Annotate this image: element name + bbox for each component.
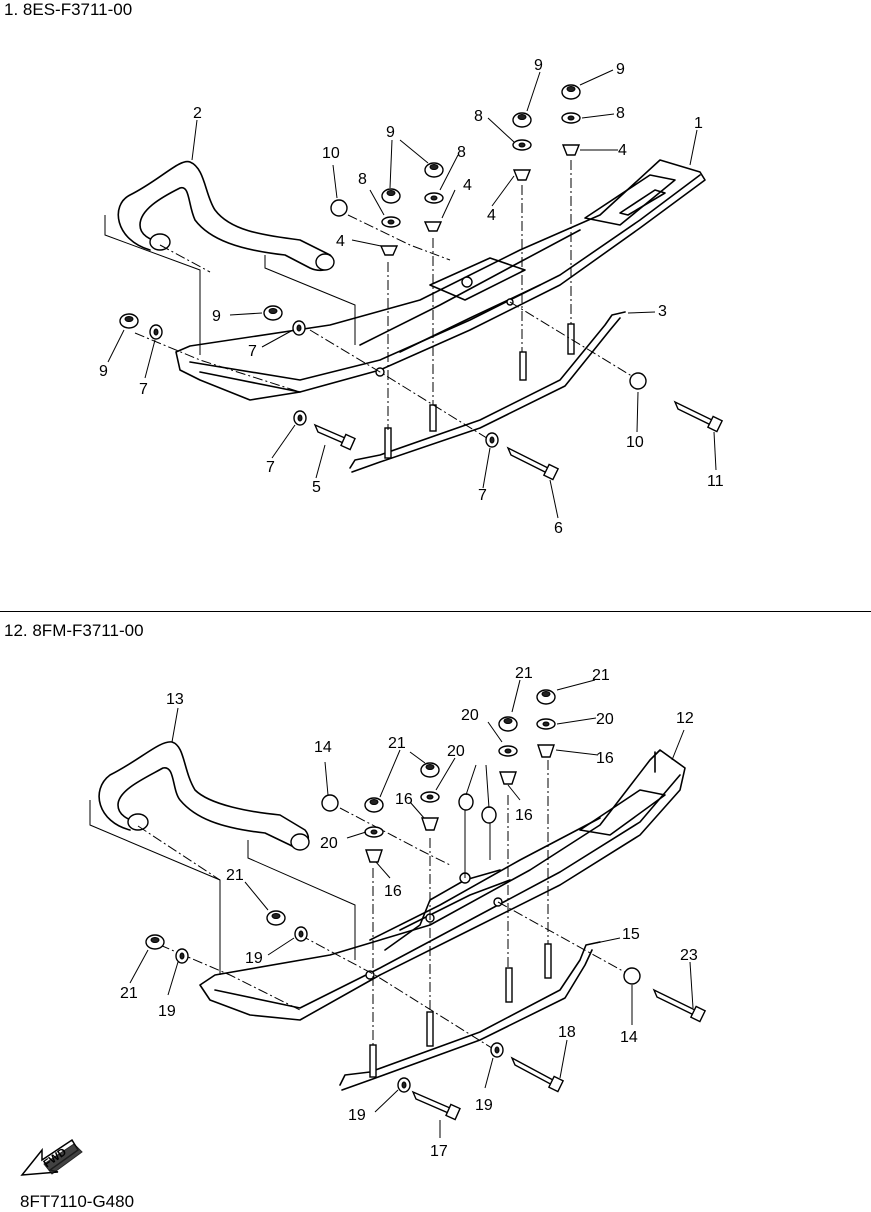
callout-21: 21 (388, 735, 406, 752)
callout-4: 4 (463, 177, 472, 194)
callout-14: 14 (620, 1029, 638, 1046)
callout-7: 7 (478, 487, 487, 504)
callout-4: 4 (487, 207, 496, 224)
callout-8: 8 (358, 171, 367, 188)
section-2-title: 12. 8FM-F3711-00 (4, 621, 144, 640)
section-divider (0, 611, 871, 612)
callout-9: 9 (386, 124, 395, 141)
callout-14: 14 (314, 739, 332, 756)
callout-7: 7 (266, 459, 275, 476)
callout-6: 6 (554, 520, 563, 537)
hardware-set-2 (145, 689, 707, 1121)
ski-handle (98, 741, 310, 849)
callout-21: 21 (592, 667, 610, 684)
callout-21: 21 (226, 867, 244, 884)
callout-20: 20 (596, 711, 614, 728)
callout-19: 19 (348, 1107, 366, 1124)
callout-3: 3 (658, 303, 667, 320)
callout-21: 21 (515, 665, 533, 682)
callout-13: 13 (166, 691, 184, 708)
callout-9: 9 (99, 363, 108, 380)
section-1-title: 1. 8ES-F3711-00 (4, 0, 133, 19)
callout-8: 8 (474, 108, 483, 125)
callout-16: 16 (515, 807, 533, 824)
callout-21: 21 (120, 985, 138, 1002)
callout-9: 9 (212, 308, 221, 325)
runner (339, 941, 601, 1086)
hardware-set-1 (119, 84, 724, 481)
callout-20: 20 (461, 707, 479, 724)
runner (349, 311, 626, 469)
callouts-section-2: 12 13 14 14 15 16 16 16 16 17 18 19 19 1… (120, 665, 698, 1160)
callout-10: 10 (626, 434, 644, 451)
ski-assembly-2 (89, 679, 707, 1138)
callout-leaders-1 (107, 69, 717, 519)
callout-2: 2 (193, 105, 202, 122)
ski-body (199, 749, 686, 1021)
callout-8: 8 (457, 144, 466, 161)
ski-handle (117, 160, 334, 272)
callout-20: 20 (320, 835, 338, 852)
callout-22: 23 (680, 947, 698, 964)
callout-9: 9 (534, 57, 543, 74)
callout-9: 9 (616, 61, 625, 78)
callout-7: 7 (248, 343, 257, 360)
ski-assembly-1 (104, 69, 724, 519)
callout-19: 19 (475, 1097, 493, 1114)
fwd-arrow-icon: FWD (20, 1138, 83, 1176)
callout-8: 8 (616, 105, 625, 122)
callout-12: 12 (676, 710, 694, 727)
diagram-code: 8FT7110-G480 (20, 1192, 135, 1211)
callouts-section-1: 1 2 3 4 4 4 4 5 6 7 7 7 7 8 8 8 8 9 9 9 … (99, 57, 724, 537)
callout-leaders-2 (129, 679, 694, 1138)
callout-16: 16 (384, 883, 402, 900)
callout-19: 19 (245, 950, 263, 967)
callout-5: 5 (312, 479, 321, 496)
callout-20: 20 (447, 743, 465, 760)
callout-16: 16 (596, 750, 614, 767)
callout-10: 10 (322, 145, 340, 162)
callout-4: 4 (336, 233, 345, 250)
callout-1: 1 (694, 115, 703, 132)
callout-16: 16 (395, 791, 413, 808)
ski-body (175, 159, 706, 401)
callout-17: 17 (430, 1143, 448, 1160)
callout-19: 19 (158, 1003, 176, 1020)
callout-4: 4 (618, 142, 627, 159)
callout-7: 7 (139, 381, 148, 398)
callout-11: 11 (707, 473, 724, 490)
callout-15: 15 (622, 926, 640, 943)
callout-18: 18 (558, 1024, 576, 1041)
